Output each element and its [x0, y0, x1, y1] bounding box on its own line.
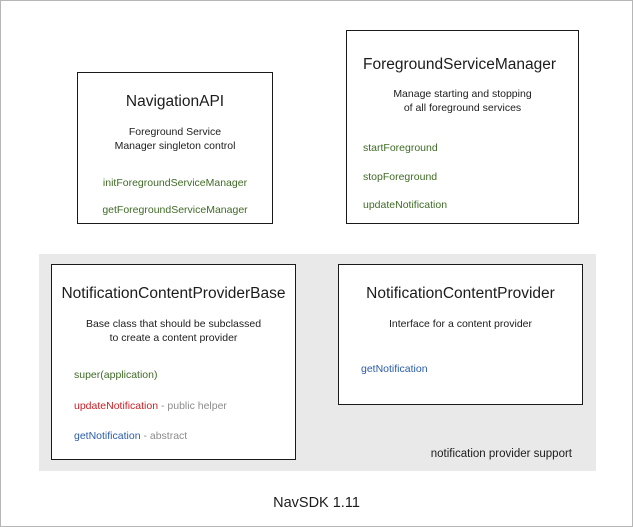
member-item[interactable]: stopForeground — [363, 171, 578, 184]
class-box-navigation-api[interactable]: NavigationAPI Foreground Service Manager… — [77, 72, 273, 224]
member-list-foreground-service-manager: startForeground stopForeground updateNot… — [363, 142, 578, 212]
member-name: updateNotification — [363, 199, 448, 212]
member-name: startForeground — [363, 142, 438, 155]
class-description-line: of all foreground services — [403, 101, 522, 114]
class-title-navigation-api: NavigationAPI — [125, 93, 225, 110]
member-item[interactable]: initForegroundServiceManager — [78, 177, 272, 190]
member-name: stopForeground — [363, 170, 438, 183]
member-item[interactable]: getForegroundServiceManager — [78, 204, 272, 217]
member-list-notification-content-provider: getNotification — [361, 363, 582, 376]
class-description-navigation-api: Foreground Service Manager singleton con… — [78, 125, 272, 153]
member-item[interactable]: getNotification — [361, 363, 582, 376]
member-list-notification-content-provider-base: super(application) updateNotification - … — [74, 369, 295, 443]
class-description-line: Base class that should be subclassed — [85, 317, 262, 330]
class-description-line: Manage starting and stopping — [393, 87, 532, 100]
class-title-notification-content-provider: NotificationContentProvider — [366, 285, 555, 302]
class-box-foreground-service-manager[interactable]: ForegroundServiceManager Manage starting… — [346, 30, 579, 224]
member-item[interactable]: getNotification - abstract — [74, 430, 295, 443]
footer-caption: NavSDK 1.11 — [273, 495, 360, 511]
member-note: - public helper — [158, 399, 227, 412]
member-name: getForegroundServiceManager — [102, 203, 248, 216]
member-note: - abstract — [140, 430, 188, 443]
class-description-line: Manager singleton control — [114, 139, 236, 152]
class-description-line: to create a content provider — [109, 331, 238, 344]
class-title-foreground-service-manager: ForegroundServiceManager — [363, 56, 556, 73]
class-description-notification-content-provider-base: Base class that should be subclassed to … — [52, 317, 295, 345]
class-description-notification-content-provider: Interface for a content provider — [339, 317, 582, 331]
member-item[interactable]: updateNotification - public helper — [74, 400, 295, 413]
class-description-line: Interface for a content provider — [389, 317, 532, 330]
member-item[interactable]: startForeground — [363, 142, 578, 155]
member-list-navigation-api: initForegroundServiceManager getForegrou… — [78, 177, 272, 216]
member-item[interactable]: super(application) — [74, 369, 295, 382]
group-panel-label: notification provider support — [430, 448, 572, 460]
member-name: super(application) — [74, 369, 158, 382]
class-box-notification-content-provider[interactable]: NotificationContentProvider Interface fo… — [338, 264, 583, 405]
class-title-notification-content-provider-base: NotificationContentProviderBase — [61, 285, 286, 302]
member-name: initForegroundServiceManager — [102, 177, 248, 190]
member-name: getNotification — [74, 430, 141, 443]
class-description-line: Foreground Service — [128, 125, 222, 138]
member-name: updateNotification — [74, 399, 159, 412]
member-item[interactable]: updateNotification — [363, 199, 578, 212]
member-name: getNotification — [361, 362, 428, 375]
class-description-foreground-service-manager: Manage starting and stopping of all fore… — [347, 87, 578, 115]
class-box-notification-content-provider-base[interactable]: NotificationContentProviderBase Base cla… — [51, 264, 296, 460]
